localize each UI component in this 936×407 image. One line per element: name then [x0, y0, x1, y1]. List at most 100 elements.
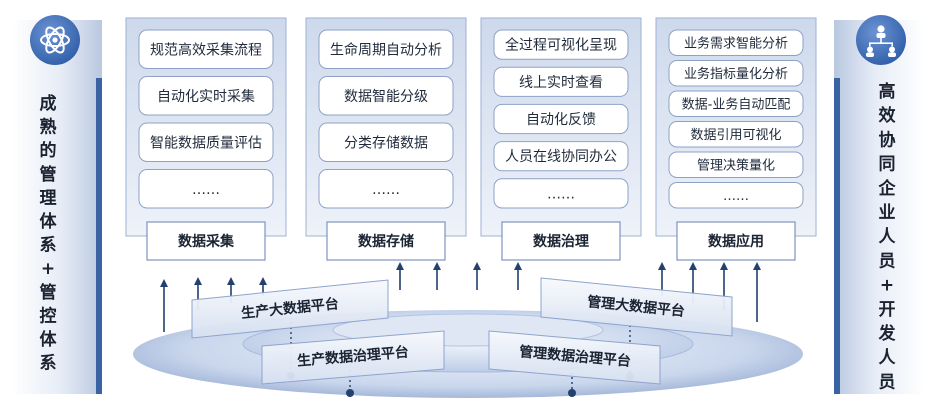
module-item-label: 规范高效采集流程 — [150, 41, 262, 58]
side-text-glyph: 开 — [879, 300, 896, 320]
module-item-box — [668, 60, 804, 87]
module-item: 生命周期自动分析 — [318, 29, 454, 69]
module-label-text: 数据存储 — [358, 233, 414, 250]
platform-base: 生产大数据平台 管理大数据平台 生产数据治理平台 管理数据治理平台 — [133, 277, 803, 398]
side-text-glyph: 管 — [40, 164, 57, 185]
right-panel-background — [834, 20, 924, 394]
module-item: 智能数据质量评估 — [138, 122, 274, 162]
module-item: 人员在线协同办公 — [493, 141, 629, 172]
module-label: 数据存储 — [326, 221, 446, 261]
module-item-label: 智能数据质量评估 — [150, 135, 262, 151]
module-item-label: 线上实时查看 — [519, 75, 603, 91]
side-text-glyph: 高 — [879, 81, 896, 102]
side-text-glyph: 员 — [879, 372, 896, 392]
module-item-box — [138, 169, 274, 209]
side-text-glyph: 业 — [879, 203, 896, 223]
module-item-label: …… — [372, 182, 400, 198]
side-text-glyph: 同 — [879, 155, 896, 175]
side-text-glyph: 系 — [40, 236, 57, 256]
module-item-box — [668, 151, 804, 178]
module-label-box — [326, 221, 446, 261]
module-item-box — [318, 76, 454, 116]
management-big-data-platform: 管理大数据平台 — [540, 277, 733, 337]
side-text-glyph: 熟 — [40, 117, 57, 138]
module-item: 业务指标量化分析 — [668, 60, 804, 87]
module-item-label: 数据-业务自动匹配 — [682, 96, 791, 112]
module-item: 数据-业务自动匹配 — [668, 90, 804, 117]
side-text-glyph: 理 — [40, 188, 57, 208]
module-item-label: …… — [192, 182, 220, 198]
module-label-text: 数据应用 — [708, 233, 764, 250]
module-item: 数据智能分级 — [318, 76, 454, 116]
production-governance-platform: 生产数据治理平台 — [261, 330, 445, 385]
side-text-glyph: + — [41, 259, 55, 279]
module-item-label: 自动化反馈 — [526, 112, 596, 128]
module-item-box — [138, 29, 274, 69]
module-item-label: 数据智能分级 — [344, 89, 428, 105]
side-text-glyph: 体 — [40, 211, 58, 232]
module-label: 数据治理 — [501, 221, 621, 261]
module-item-label: 管理决策量化 — [697, 157, 775, 173]
module-item-label: 全过程可视化呈现 — [505, 37, 617, 54]
module-label: 数据采集 — [146, 221, 266, 261]
module-item-box — [493, 66, 629, 97]
side-text-glyph: 人 — [879, 348, 897, 368]
module-item-box — [493, 29, 629, 60]
side-text-glyph: 体 — [40, 329, 58, 350]
module-item: …… — [138, 169, 274, 209]
side-text-glyph: 协 — [879, 129, 896, 150]
module-label-text: 数据采集 — [178, 233, 235, 250]
module-item-box — [138, 122, 274, 162]
side-text-glyph: 员 — [879, 251, 896, 271]
module-item: 业务需求智能分析 — [668, 29, 804, 56]
module-item: 线上实时查看 — [493, 66, 629, 97]
module-item-box — [138, 76, 274, 116]
module-item-box — [493, 178, 629, 209]
module-item-label: 数据引用可视化 — [690, 128, 781, 143]
module-item-box — [318, 122, 454, 162]
left-panel-background — [12, 20, 102, 394]
module-item-label: …… — [723, 189, 749, 204]
module-item-box — [668, 90, 804, 117]
side-text-glyph: 管 — [40, 282, 57, 303]
side-text-glyph: 成 — [40, 93, 57, 114]
module-item-box — [318, 169, 454, 209]
left-panel-accent-bar — [96, 78, 102, 394]
module-item-box — [493, 141, 629, 172]
module-item: …… — [668, 182, 804, 209]
side-text-glyph: 控 — [40, 305, 57, 326]
module-item-label: 业务需求智能分析 — [684, 35, 788, 51]
module-item-label: …… — [547, 186, 575, 202]
module-item-label: 自动化实时采集 — [157, 88, 255, 105]
module-item: …… — [318, 169, 454, 209]
module-item: 规范高效采集流程 — [138, 29, 274, 69]
module-item: 分类存储数据 — [318, 122, 454, 162]
module-label-text: 数据治理 — [533, 233, 589, 250]
connector-dot-center-left — [346, 389, 354, 397]
connector-dot-center-right — [568, 389, 576, 397]
org-chart-icon — [856, 15, 906, 65]
side-text-glyph: 效 — [879, 105, 896, 126]
module-item-box — [668, 29, 804, 56]
module-item: 管理决策量化 — [668, 151, 804, 178]
module-label: 数据应用 — [676, 221, 796, 261]
module-label-box — [146, 221, 266, 261]
module-item-label: 人员在线协同办公 — [505, 149, 617, 165]
module-item: 数据引用可视化 — [668, 121, 804, 148]
module-label-box — [676, 221, 796, 261]
module-item: 自动化反馈 — [493, 103, 629, 135]
module-item-box — [318, 29, 454, 69]
side-text-glyph: 发 — [878, 323, 897, 344]
right-panel-accent-bar — [834, 78, 840, 394]
module-item: …… — [493, 178, 629, 209]
side-text-glyph: 企 — [878, 178, 897, 199]
module-item-box — [668, 182, 804, 209]
